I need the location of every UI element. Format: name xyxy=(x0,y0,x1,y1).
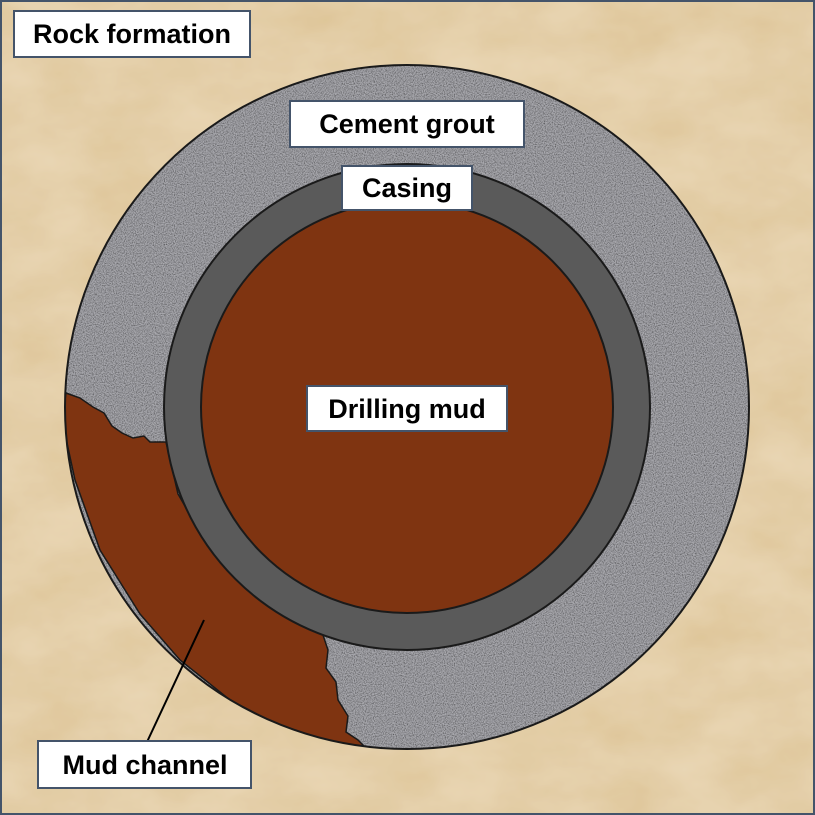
mud-channel-leader-line xyxy=(146,619,205,743)
cement-grout-label: Cement grout xyxy=(319,109,495,139)
borehole-outline xyxy=(64,64,750,750)
drilling-mud-label: Drilling mud xyxy=(328,394,486,424)
mud-channel-label: Mud channel xyxy=(62,750,227,780)
label-rock-formation: Rock formation xyxy=(13,10,251,58)
casing-label: Casing xyxy=(362,173,452,203)
rock-formation-label: Rock formation xyxy=(33,19,231,49)
mud-channel-region xyxy=(65,391,369,749)
label-casing: Casing xyxy=(341,165,473,211)
label-mud-channel: Mud channel xyxy=(37,740,252,789)
label-cement-grout: Cement grout xyxy=(289,100,525,148)
label-drilling-mud: Drilling mud xyxy=(306,385,508,432)
